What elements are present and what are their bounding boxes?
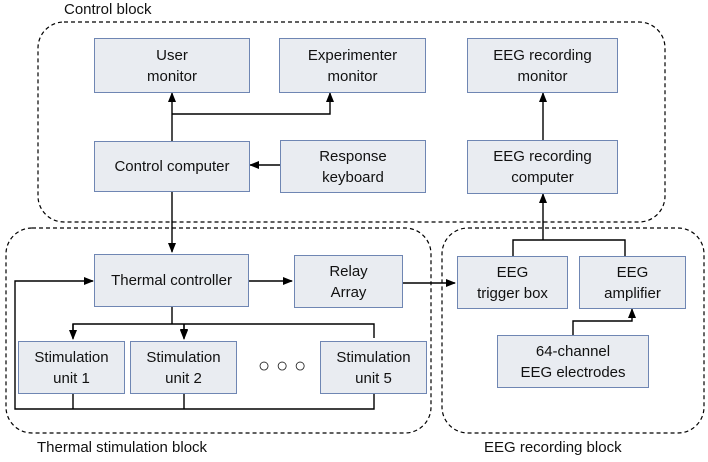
connector-units-feedback <box>14 281 375 410</box>
node-label-line: User <box>156 46 188 64</box>
control-block-label: Control block <box>64 1 152 18</box>
node-eeg-trigger-box: EEG trigger box <box>457 256 568 309</box>
node-response-keyboard: Response keyboard <box>280 140 426 193</box>
node-label-line: Stimulation <box>34 348 109 366</box>
node-eeg-recording-computer: EEG recording computer <box>467 140 618 194</box>
node-stimulation-unit-2: Stimulation unit 2 <box>130 341 237 394</box>
node-label-line: Stimulation <box>146 348 221 366</box>
node-stimulation-unit-1: Stimulation unit 1 <box>18 341 125 394</box>
node-label-line: Response <box>319 147 387 165</box>
node-eeg-amplifier: EEG amplifier <box>579 256 686 309</box>
node-label-line: Thermal controller <box>111 272 232 289</box>
node-experimenter-monitor: Experimenter monitor <box>279 38 426 93</box>
node-label-line: monitor <box>327 67 378 85</box>
node-label-line: unit 5 <box>355 369 392 387</box>
node-label-line: keyboard <box>322 168 384 186</box>
node-stimulation-unit-5: Stimulation unit 5 <box>320 341 427 394</box>
node-label-line: EEG recording <box>493 46 592 64</box>
node-eeg-recording-monitor: EEG recording monitor <box>467 38 618 93</box>
connector-thermal-to-units <box>72 307 375 338</box>
node-label-line: amplifier <box>604 284 661 302</box>
node-label-line: EEG electrodes <box>520 363 626 381</box>
node-label-line: unit 2 <box>165 369 202 387</box>
node-user-monitor: User monitor <box>94 38 250 93</box>
eeg-block-outline <box>441 227 705 434</box>
control-block-outline <box>37 21 666 223</box>
node-thermal-controller: Thermal controller <box>94 254 249 307</box>
node-eeg-electrodes: 64-channel EEG electrodes <box>497 335 649 388</box>
eeg-block-label: EEG recording block <box>484 439 622 456</box>
node-label-line: unit 1 <box>53 369 90 387</box>
connector-control-to-experimenter-monitor <box>172 92 334 115</box>
node-relay-array: Relay Array <box>294 255 403 308</box>
thermal-block-label: Thermal stimulation block <box>37 439 208 456</box>
node-label-line: 64-channel <box>535 342 611 360</box>
node-control-computer: Control computer <box>94 141 250 192</box>
node-label-line: Experimenter <box>307 46 398 64</box>
connector-eeg-devices-to-computer <box>512 194 626 256</box>
node-label-line: Stimulation <box>336 348 411 366</box>
node-label-line: trigger box <box>477 284 548 302</box>
node-label-line: monitor <box>146 67 198 85</box>
node-label-line: Relay <box>329 262 368 280</box>
node-label-line: EEG recording <box>493 148 592 165</box>
node-label-line: Array <box>330 283 367 301</box>
more-units-ellipsis: ○○○ <box>258 355 313 377</box>
connector-electrodes-to-amplifier <box>572 308 636 335</box>
node-label-line: monitor <box>517 67 568 85</box>
node-label-line: EEG <box>616 263 649 281</box>
node-label-line: Control computer <box>114 158 230 175</box>
thermal-block-outline <box>5 227 432 434</box>
node-label-line: computer <box>511 169 574 186</box>
node-label-line: EEG <box>496 263 529 281</box>
